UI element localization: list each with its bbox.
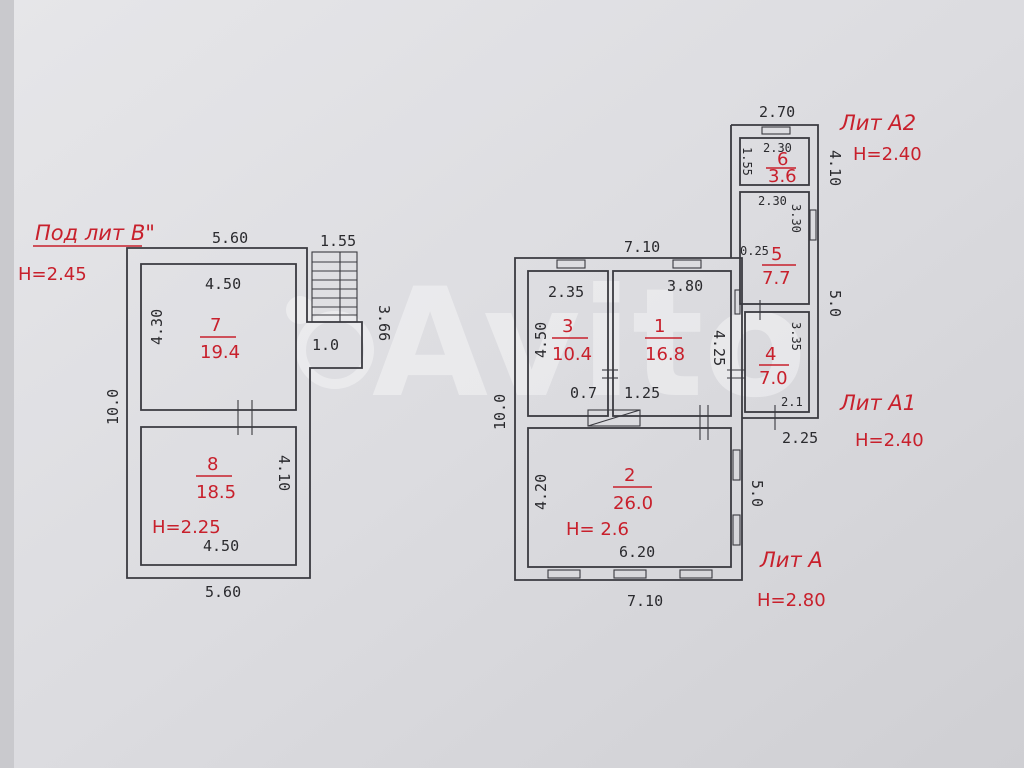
basement-total-length: 10.0	[104, 389, 122, 425]
lit-a2-label: Лит А2	[839, 111, 916, 135]
room4-number: 4	[765, 344, 776, 365]
paper-edge	[0, 0, 14, 768]
main-total-length: 10.0	[491, 394, 509, 430]
lit-a1-label: Лит А1	[839, 391, 916, 415]
room7-inner-wall	[140, 263, 297, 411]
room2-length: 4.20	[532, 474, 550, 510]
room1-area: 16.8	[645, 344, 685, 365]
room8-length: 4.10	[275, 455, 293, 491]
corridor-step	[587, 409, 641, 427]
lit-a1-height: Н=2.40	[855, 430, 924, 451]
room5-number: 5	[771, 244, 782, 265]
room8-width: 4.50	[203, 537, 239, 555]
lit-a2-height: Н=2.40	[853, 144, 922, 165]
main-plan: 7.10 7.10 10.0 2.35 4.50 3.80 4.25 4.20 …	[491, 103, 924, 611]
basement-stairs	[311, 251, 358, 323]
main-outer-wall	[514, 257, 743, 581]
room5-wall	[739, 191, 810, 305]
stair-length: 3.66	[375, 305, 393, 341]
room5-gap: 0.25	[740, 244, 769, 258]
basement-plan: 5.60 1.55 3.66 1.0 10.0 4.50 4.30 4.10 4…	[18, 221, 393, 601]
extension-outer-wall	[731, 124, 819, 419]
room3-width: 2.35	[548, 283, 584, 301]
room4-area: 7.0	[759, 368, 788, 389]
room5-area: 7.7	[762, 268, 791, 289]
room3-wall	[527, 270, 609, 417]
corridor-a: 0.7	[570, 384, 597, 402]
room7-length: 4.30	[148, 309, 166, 345]
room4-wall	[744, 311, 810, 413]
room4-length: 3.35	[789, 322, 803, 351]
basement-bottom-width: 5.60	[205, 583, 241, 601]
room8-inner-wall	[140, 426, 297, 566]
room6-length: 1.55	[740, 147, 754, 176]
room3-area: 10.4	[552, 344, 592, 365]
room1-number: 1	[654, 316, 665, 337]
room5-length: 3.30	[789, 204, 803, 233]
door-marks	[602, 300, 776, 440]
room6-number: 6	[777, 149, 788, 170]
corridor-b: 1.25	[624, 384, 660, 402]
lit-a-label: Лит А	[759, 548, 823, 572]
room1-length: 4.25	[710, 330, 728, 366]
room6-width: 2.30	[763, 141, 792, 155]
basement-height: Н=2.45	[18, 264, 87, 285]
extension-bottom-width: 2.25	[782, 429, 818, 447]
room4-width: 2.1	[781, 395, 803, 409]
room7-area: 19.4	[200, 342, 240, 363]
room1-width: 3.80	[667, 277, 703, 295]
lit-a-height: Н=2.80	[757, 590, 826, 611]
basement-outer-wall	[126, 247, 363, 579]
room2-width: 6.20	[619, 543, 655, 561]
main-bottom-width: 7.10	[627, 592, 663, 610]
room6-area: 3.6	[768, 166, 797, 187]
corridor-step-diagonal	[587, 409, 641, 427]
room2-number: 2	[624, 465, 635, 486]
room5-width: 2.30	[758, 194, 787, 208]
room3-length: 4.50	[532, 322, 550, 358]
room2-wall	[527, 427, 732, 568]
stair-width: 1.55	[320, 232, 356, 250]
basement-title: Под лит В"	[35, 221, 155, 245]
room7-number: 7	[210, 315, 221, 336]
room8-height: Н=2.25	[152, 517, 221, 538]
room8-number: 8	[207, 454, 218, 475]
room6-wall	[739, 137, 810, 186]
room2-area: 26.0	[613, 493, 653, 514]
room3-number: 3	[562, 316, 573, 337]
window-marks	[547, 126, 817, 579]
room2-height: Н= 2.6	[566, 519, 629, 540]
right-length-lower: 5.0	[748, 480, 766, 507]
extension-length-mid: 5.0	[826, 290, 844, 317]
room1-wall	[612, 270, 732, 417]
room8-area: 18.5	[196, 482, 236, 503]
extension-length-upper: 4.10	[826, 150, 844, 186]
main-top-width: 7.10	[624, 238, 660, 256]
room7-width: 4.50	[205, 275, 241, 293]
watermark-text: Avito	[372, 257, 807, 431]
stair-landing: 1.0	[312, 336, 339, 354]
basement-top-width: 5.60	[212, 229, 248, 247]
extension-top-width: 2.70	[759, 103, 795, 121]
